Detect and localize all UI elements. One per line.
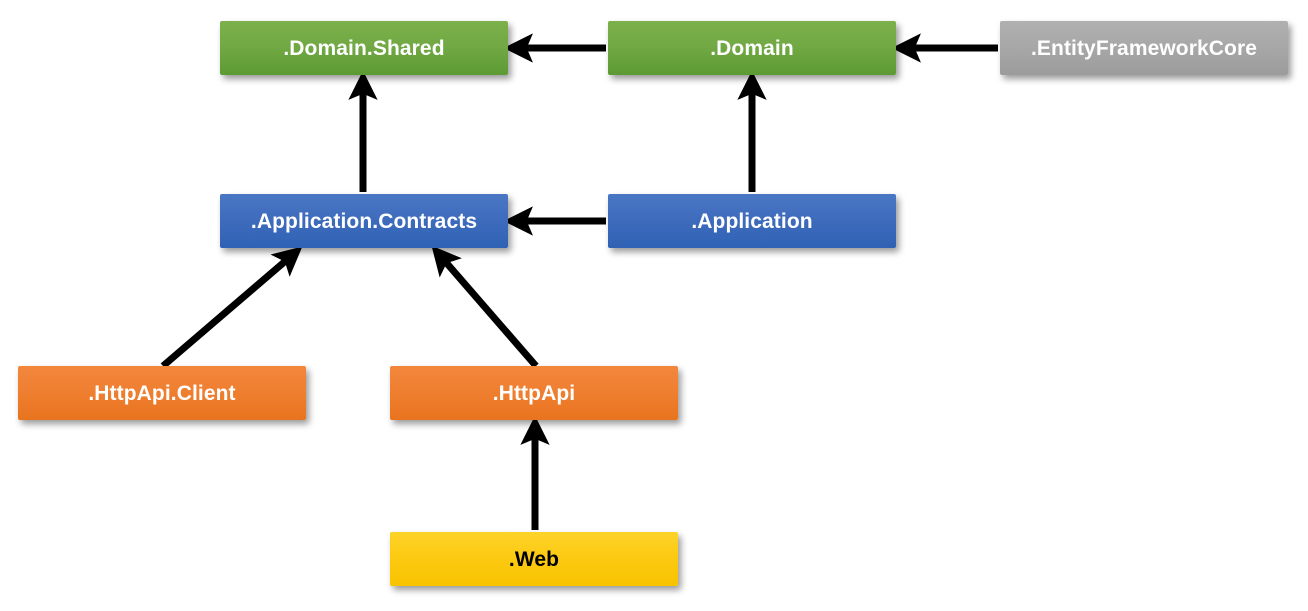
arrow-httpapi-to-appcontracts bbox=[431, 245, 539, 369]
edges-group bbox=[160, 33, 998, 530]
node-label-web: .Web bbox=[508, 547, 560, 571]
node-label-domain-shared: .Domain.Shared bbox=[283, 36, 445, 60]
node-label-application: .Application bbox=[691, 209, 813, 233]
node-application[interactable]: .Application bbox=[608, 194, 896, 248]
node-label-entityframeworkcore: .EntityFrameworkCore bbox=[1030, 36, 1258, 60]
arrow-httpapiclient-to-appcontracts bbox=[160, 246, 303, 369]
node-label-httpapi-client: .HttpApi.Client bbox=[88, 381, 236, 405]
node-label-application-contracts: .Application.Contracts bbox=[250, 209, 478, 233]
node-domain[interactable]: .Domain bbox=[608, 21, 896, 75]
node-web[interactable]: .Web bbox=[390, 532, 678, 586]
node-label-domain: .Domain bbox=[710, 36, 794, 60]
node-httpapi[interactable]: .HttpApi bbox=[390, 366, 678, 420]
node-entityframeworkcore[interactable]: .EntityFrameworkCore bbox=[1000, 21, 1288, 75]
node-domain-shared[interactable]: .Domain.Shared bbox=[220, 21, 508, 75]
node-label-httpapi: .HttpApi bbox=[492, 381, 576, 405]
node-httpapi-client[interactable]: .HttpApi.Client bbox=[18, 366, 306, 420]
node-application-contracts[interactable]: .Application.Contracts bbox=[220, 194, 508, 248]
